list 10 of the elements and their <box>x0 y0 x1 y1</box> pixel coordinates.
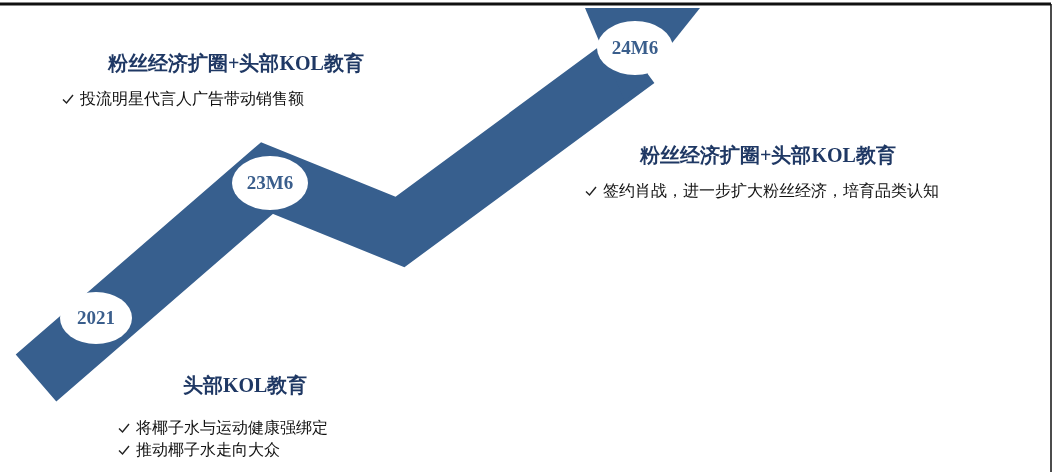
bullet-text: 将椰子水与运动健康强绑定 <box>136 418 328 438</box>
year-label: 23M6 <box>246 170 294 195</box>
year-label: 24M6 <box>611 35 659 60</box>
section-heading: 粉丝经济扩圈+头部KOL教育 <box>640 143 896 168</box>
year-label: 2021 <box>77 305 115 330</box>
bullet-text: 投流明星代言人广告带动销售额 <box>80 89 304 109</box>
section-heading: 粉丝经济扩圈+头部KOL教育 <box>108 51 364 76</box>
section-heading: 头部KOL教育 <box>183 373 308 398</box>
bullet-text: 推动椰子水走向大众 <box>136 440 280 460</box>
bullet-text: 签约肖战，进一步扩大粉丝经济，培育品类认知 <box>603 181 939 201</box>
